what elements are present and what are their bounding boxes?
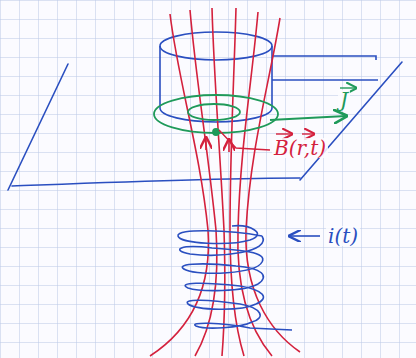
label: J [338, 90, 350, 110]
plate [8, 62, 402, 190]
label: i(t) [326, 226, 360, 246]
coil [178, 226, 320, 330]
label: B(r,t) [272, 138, 328, 158]
current-ring [154, 95, 346, 135]
leader-line [219, 130, 270, 150]
field-lines [150, 8, 300, 356]
vector-arrows [276, 88, 356, 134]
